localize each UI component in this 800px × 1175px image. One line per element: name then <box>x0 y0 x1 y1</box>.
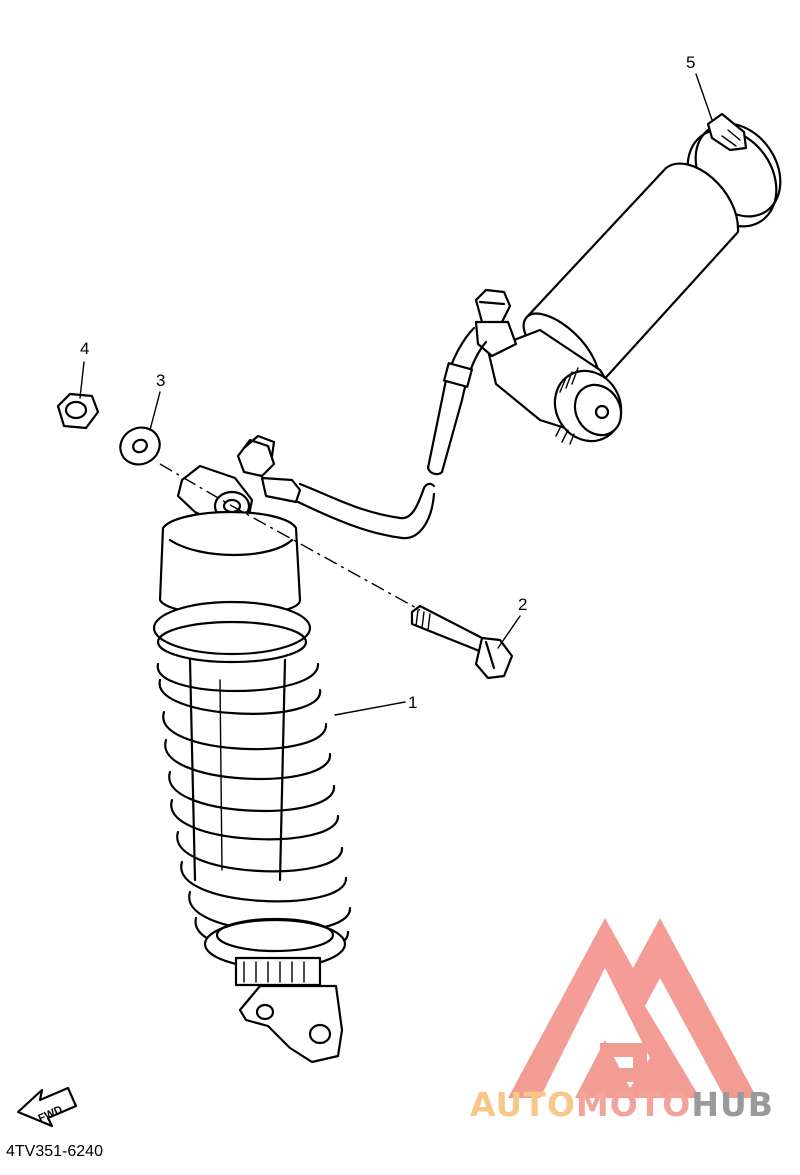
leader-lines <box>79 73 713 716</box>
shock-absorber <box>152 434 436 1064</box>
callout-2: 2 <box>518 595 527 614</box>
callout-1: 1 <box>408 693 417 712</box>
watermark-moto: MOTO <box>575 1085 692 1124</box>
callout-4: 4 <box>80 339 89 358</box>
watermark-text: AUTOMOTOHUB <box>470 1088 774 1121</box>
remote-reservoir <box>426 112 782 476</box>
nut <box>56 392 100 430</box>
bolt <box>410 604 514 680</box>
assembly-centerline <box>159 463 421 611</box>
watermark-auto: AUTO <box>470 1085 576 1124</box>
watermark-logo <box>508 918 757 1098</box>
callout-5: 5 <box>686 53 695 72</box>
washer <box>119 426 161 466</box>
watermark-hub: HUB <box>691 1085 774 1124</box>
diagram-part-code: 4TV351-6240 <box>6 1143 103 1160</box>
fwd-arrow-icon: FWD <box>16 1086 78 1128</box>
callout-3: 3 <box>156 371 165 390</box>
